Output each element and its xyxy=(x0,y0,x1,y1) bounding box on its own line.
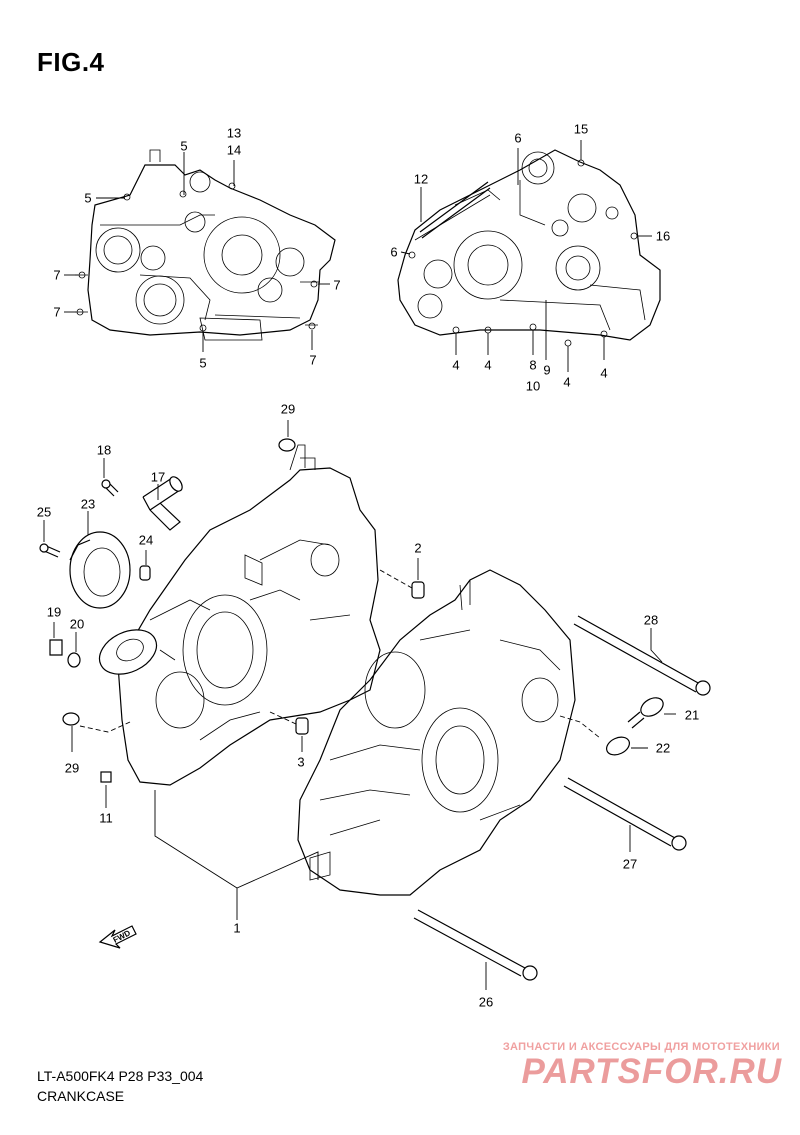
callout-19: 19 xyxy=(46,604,62,620)
left-case-half xyxy=(117,444,381,786)
callout-14: 14 xyxy=(226,142,242,158)
callout-29: 29 xyxy=(280,401,296,417)
figure-title: FIG.4 xyxy=(37,47,105,77)
right-case-half xyxy=(297,569,576,896)
left-crankcase-view xyxy=(75,149,336,341)
callout-7: 7 xyxy=(309,352,317,368)
fitting-11 xyxy=(100,771,112,783)
fwd-arrow-icon xyxy=(98,925,137,949)
callout-4: 4 xyxy=(452,357,460,373)
callout-24: 24 xyxy=(138,532,154,548)
callout-20: 20 xyxy=(69,616,85,632)
dowel-24 xyxy=(139,565,151,581)
callout-18: 18 xyxy=(96,442,112,458)
o-ring-22 xyxy=(606,736,630,756)
bolt-26 xyxy=(413,909,538,981)
callout-5: 5 xyxy=(180,138,188,154)
plug-21 xyxy=(627,697,664,729)
callout-4: 4 xyxy=(563,374,571,390)
callout-26: 26 xyxy=(478,994,494,1010)
pipe-part xyxy=(142,476,183,531)
callout-28: 28 xyxy=(643,612,659,628)
callout-5: 5 xyxy=(199,355,207,371)
callout-16: 16 xyxy=(655,228,671,244)
callout-2: 2 xyxy=(414,540,422,556)
watermark-logo: PARTSFOR.RU xyxy=(521,1052,782,1091)
right-crankcase-view xyxy=(397,149,661,347)
callout-4: 4 xyxy=(600,365,608,381)
callout-1: 1 xyxy=(233,920,241,936)
callout-7: 7 xyxy=(53,304,61,320)
callout-8: 8 xyxy=(529,357,537,373)
callout-15: 15 xyxy=(573,121,589,137)
bolt-27 xyxy=(563,777,687,851)
callout-5: 5 xyxy=(84,190,92,206)
callout-25: 25 xyxy=(36,504,52,520)
model-code: LT-A500FK4 P28 P33_004 xyxy=(37,1068,204,1084)
cap-29-top xyxy=(278,438,296,452)
cap-29-bottom xyxy=(62,712,80,726)
bolt-18-part xyxy=(101,479,119,497)
callout-7: 7 xyxy=(53,267,61,283)
callout-27: 27 xyxy=(622,856,638,872)
callout-21: 21 xyxy=(684,707,700,723)
callout-23: 23 xyxy=(80,496,96,512)
oil-plug-part xyxy=(49,629,158,675)
dowel-2 xyxy=(411,581,425,599)
callout-7: 7 xyxy=(333,277,341,293)
assembly-dash-lines xyxy=(79,569,601,739)
callout-29: 29 xyxy=(64,760,80,776)
callout-11: 11 xyxy=(99,810,113,826)
callout-12: 12 xyxy=(413,171,429,187)
watermark-tagline: ЗАПЧАСТИ И АКСЕССУАРЫ ДЛЯ МОТОТЕХНИКИ xyxy=(502,1041,780,1053)
callout-9: 9 xyxy=(543,362,551,378)
callout-17: 17 xyxy=(150,469,166,485)
callout-22: 22 xyxy=(655,740,671,756)
callout-3: 3 xyxy=(297,754,305,770)
leader-lines xyxy=(43,140,676,990)
callout-6: 6 xyxy=(514,130,522,146)
callout-10: 10 xyxy=(525,378,541,394)
dowel-3 xyxy=(295,717,309,735)
diagram-caption: CRANKCASE xyxy=(37,1088,125,1104)
bolt-28 xyxy=(573,615,711,696)
retainer-23-part xyxy=(39,531,131,609)
callout-4: 4 xyxy=(484,357,492,373)
callout-13: 13 xyxy=(226,125,242,141)
callout-6: 6 xyxy=(390,244,398,260)
